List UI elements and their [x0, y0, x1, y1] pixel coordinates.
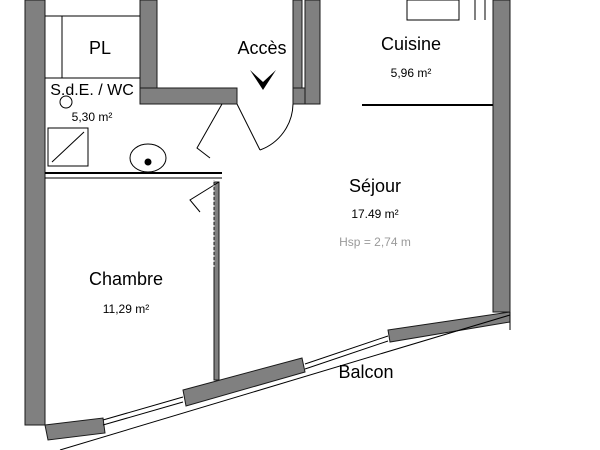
wall-sde-right-upper [139, 0, 158, 89]
sde-door-swing [196, 103, 223, 159]
room-label-sejour: Séjour [349, 176, 401, 196]
access-door-swing [236, 103, 294, 151]
room-label-sde: S.d.E. / WC [50, 82, 134, 99]
wall-balcony-mid [182, 357, 306, 407]
shower-tray [47, 127, 89, 167]
wash-basin-icon [129, 143, 167, 173]
room-label-pl: PL [89, 38, 111, 58]
room-label-cuisine: Cuisine [381, 34, 441, 54]
wall-kitchen-left [304, 0, 321, 105]
wall-top-center [292, 0, 303, 89]
wall-corridor-top [139, 87, 238, 105]
room-area-sejour: 17.49 m² [351, 207, 398, 221]
kitchen-sink [406, 0, 460, 21]
access-label: Accès [237, 38, 286, 58]
room-label-chambre: Chambre [89, 269, 163, 289]
room-area-sde: 5,30 m² [72, 110, 113, 124]
thin-lines [45, 0, 511, 450]
chambre-door-swing [189, 181, 220, 213]
wall-chambre-sejour [213, 181, 220, 381]
wall-right [492, 0, 511, 313]
wall-left [24, 0, 46, 426]
balcony-label: Balcon [338, 362, 393, 382]
walls [24, 0, 511, 441]
room-area-cuisine: 5,96 m² [391, 66, 432, 80]
access-arrow-icon [250, 70, 276, 90]
wall-balcony-right [387, 311, 511, 343]
wall-balcony-left [44, 417, 106, 441]
room-area-chambre: 11,29 m² [103, 302, 149, 316]
ceiling-height: Hsp = 2,74 m [339, 235, 411, 249]
toilet-icon [59, 95, 73, 109]
